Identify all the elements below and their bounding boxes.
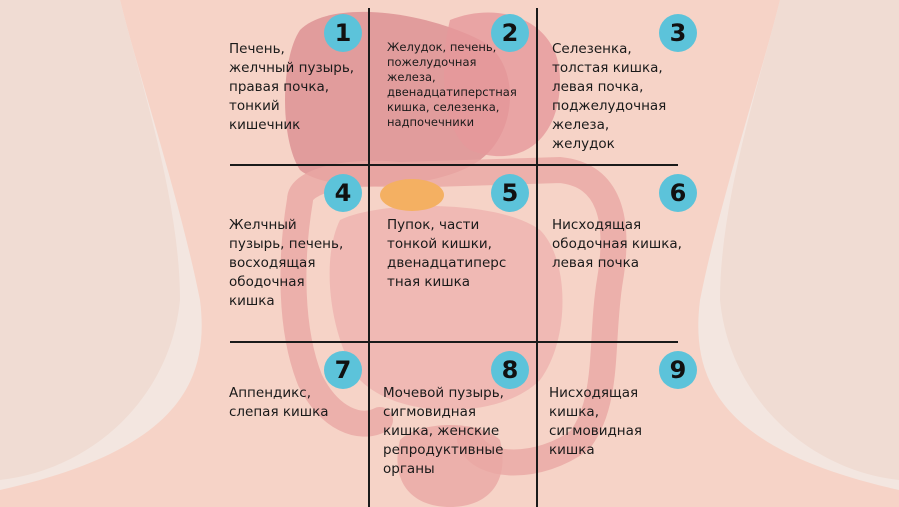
large-intestine xyxy=(280,156,627,476)
grid-line-vertical-right xyxy=(536,8,538,507)
region-4-text: Желчный пузырь, печень, восходящая ободо… xyxy=(229,217,344,309)
region-7-badge: 7 xyxy=(324,351,362,389)
pancreas xyxy=(380,179,444,211)
region-5-badge: 5 xyxy=(491,174,529,212)
region-4-badge: 4 xyxy=(324,174,362,212)
region-5-text: Пупок, части тонкой кишки, двенадцатипер… xyxy=(387,217,507,290)
right-arm xyxy=(720,0,899,480)
region-1-badge: 1 xyxy=(324,14,362,52)
region-7-text: Аппендикс, слепая кишка xyxy=(229,385,329,420)
bladder xyxy=(397,425,503,507)
grid-line-horizontal-bottom xyxy=(230,341,678,343)
region-6-text: Нисходящая ободочная кишка, левая почка xyxy=(552,217,682,271)
region-3-text: Селезенка, толстая кишка, левая почка, п… xyxy=(552,41,667,152)
stomach xyxy=(444,12,560,157)
region-2-text: Желудок, печень, пожелудочная железа, дв… xyxy=(387,40,517,129)
region-6-badge: 6 xyxy=(659,174,697,212)
region-1-text: Печень, желчный пузырь, правая почка, то… xyxy=(229,41,355,133)
grid-line-horizontal-top xyxy=(230,164,678,166)
region-3-badge: 3 xyxy=(659,14,697,52)
grid-line-vertical-left xyxy=(368,8,370,507)
region-2-badge: 2 xyxy=(491,14,529,52)
region-8-text: Мочевой пузырь, сигмовидная кишка, женск… xyxy=(383,385,504,477)
region-8-badge: 8 xyxy=(491,351,529,389)
region-9-text: Нисходящая кишка, сигмовидная кишка xyxy=(549,385,643,458)
left-arm xyxy=(0,0,180,480)
region-9-badge: 9 xyxy=(659,351,697,389)
